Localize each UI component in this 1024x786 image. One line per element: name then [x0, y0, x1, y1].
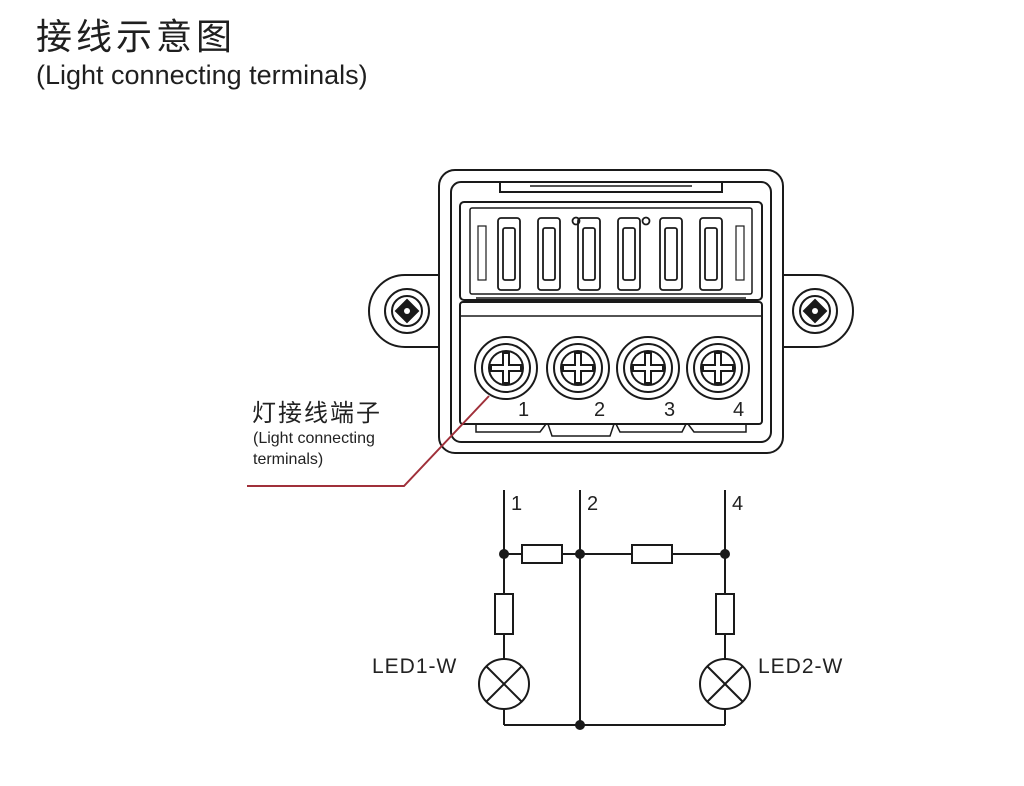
terminal-number-4: 4	[733, 399, 744, 421]
terminal-screw-2	[546, 336, 610, 400]
resistor-led1	[494, 593, 514, 635]
terminal-block	[368, 169, 854, 454]
terminal-screw-4	[686, 336, 750, 400]
spring-clips	[477, 216, 745, 291]
resistor-led2	[715, 593, 735, 635]
callout-label-en-line2: terminals)	[253, 451, 324, 468]
callout-label-cn: 灯接线端子	[252, 399, 382, 427]
wire-label-4: 4	[732, 493, 743, 515]
wire-label-1: 1	[511, 493, 522, 515]
junction-dots	[499, 549, 730, 730]
terminal-screws	[474, 336, 750, 400]
clip-window	[459, 201, 763, 301]
callout-label-en-line1: (Light connecting	[253, 430, 375, 447]
page-title: 接线示意图	[36, 17, 237, 58]
mounting-ear-right	[782, 274, 854, 348]
page-subtitle: (Light connecting terminals)	[36, 60, 368, 90]
led2-label: LED2-W	[758, 655, 843, 678]
led1-lamp-symbol	[478, 658, 530, 710]
housing-outer	[438, 169, 784, 454]
terminal-screw-3	[616, 336, 680, 400]
resistor-top-right	[631, 544, 673, 564]
led2-lamp-symbol	[699, 658, 751, 710]
wire-label-2: 2	[587, 493, 598, 515]
circuit-schematic	[478, 490, 751, 726]
terminal-number-2: 2	[594, 399, 605, 421]
callout-leader-line	[247, 395, 490, 487]
terminal-number-1: 1	[518, 399, 529, 421]
resistor-top-left	[521, 544, 563, 564]
terminal-number-3: 3	[664, 399, 675, 421]
housing-inner	[450, 181, 772, 443]
led1-label: LED1-W	[372, 655, 457, 678]
screw-panel	[459, 301, 763, 425]
terminal-screw-1	[474, 336, 538, 400]
mounting-ear-left	[368, 274, 440, 348]
